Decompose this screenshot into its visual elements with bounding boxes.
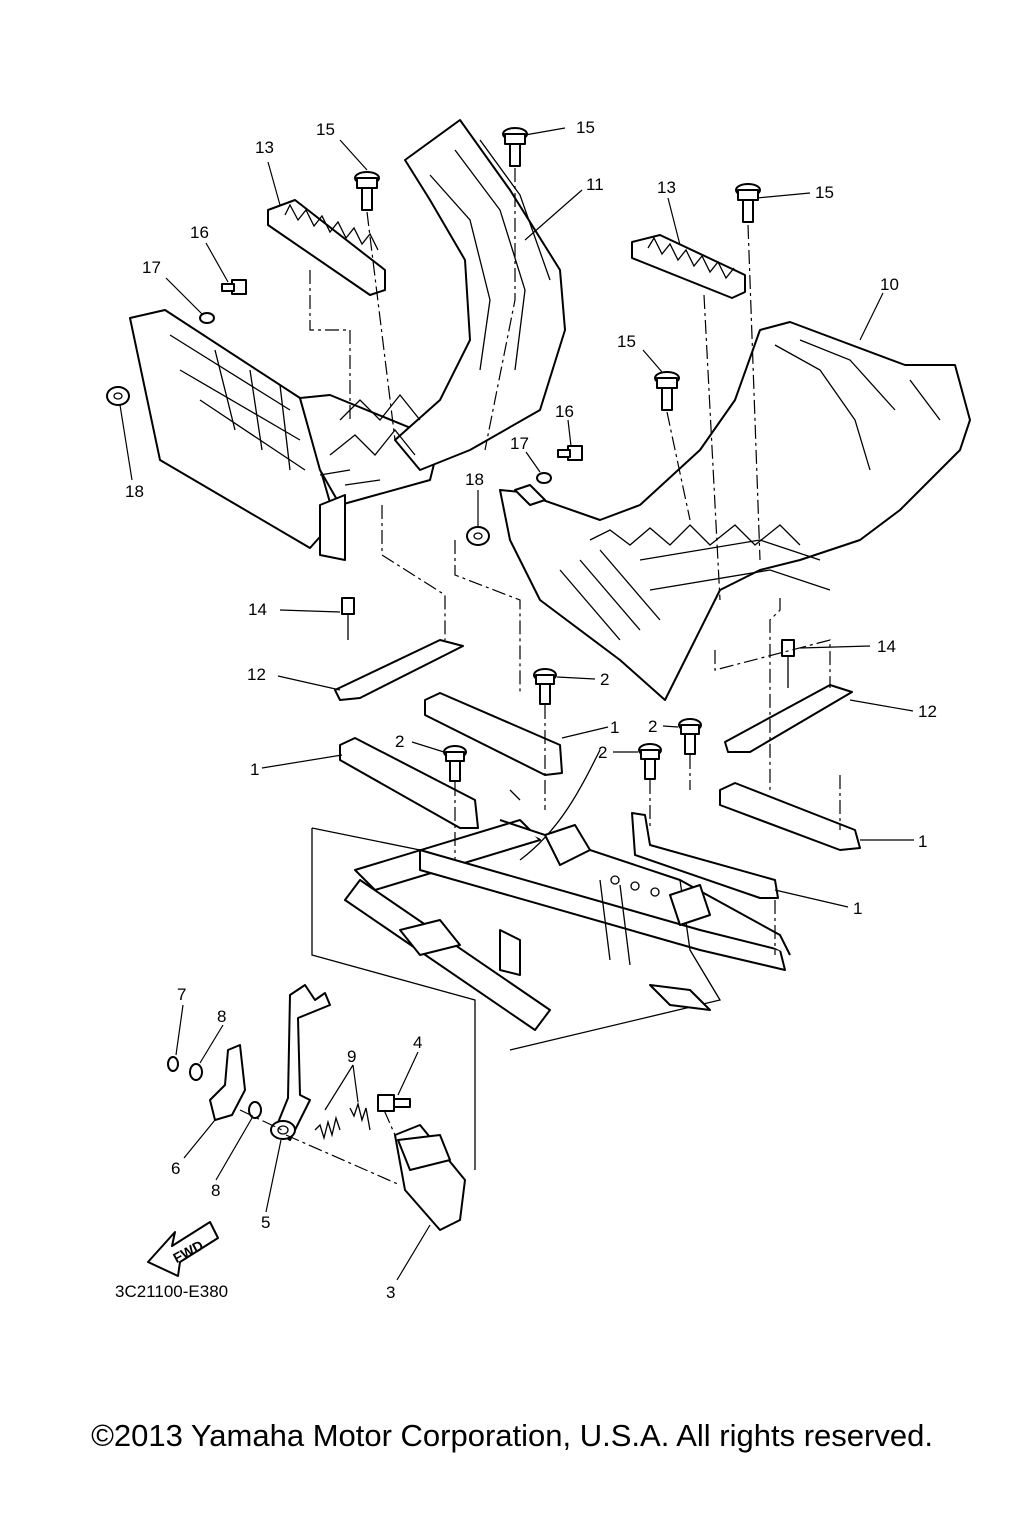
callout-13: 13 xyxy=(657,178,676,197)
screw-16b xyxy=(557,445,583,461)
clip-7 xyxy=(167,1056,179,1072)
fwd-arrow-icon: FWD xyxy=(147,1221,219,1277)
washer-8a xyxy=(189,1063,203,1081)
callout-17: 17 xyxy=(142,258,161,277)
callout-14: 14 xyxy=(877,637,896,656)
bolt-2b xyxy=(533,668,557,705)
nut-18a xyxy=(106,386,130,406)
callout-16: 16 xyxy=(190,223,209,242)
washer-17b xyxy=(536,472,552,484)
callout-12: 12 xyxy=(918,702,937,721)
right-footrest-fender xyxy=(499,321,971,701)
bolt-2a xyxy=(443,745,467,782)
callout-15: 15 xyxy=(617,332,636,351)
bolt-4 xyxy=(377,1094,411,1112)
callout-2: 2 xyxy=(598,743,607,762)
bracket-12a xyxy=(334,639,464,701)
spring-9a xyxy=(314,1115,341,1141)
left-footpeg xyxy=(267,199,386,296)
callout-8: 8 xyxy=(217,1007,226,1026)
assembly-lines xyxy=(239,168,841,1186)
callout-2: 2 xyxy=(600,670,609,689)
callout-12: 12 xyxy=(247,665,266,684)
leader-lines xyxy=(119,127,914,1281)
bolt-2c xyxy=(638,743,662,780)
callout-1: 1 xyxy=(250,760,259,779)
callout-16: 16 xyxy=(555,402,574,421)
nut-18b xyxy=(466,526,490,546)
callout-18: 18 xyxy=(125,482,144,501)
right-footpeg xyxy=(631,234,746,299)
callout-3: 3 xyxy=(386,1283,395,1302)
rivet-14a xyxy=(341,597,355,640)
callout-9: 9 xyxy=(347,1047,356,1066)
callout-15: 15 xyxy=(815,183,834,202)
callout-2: 2 xyxy=(648,717,657,736)
callout-18: 18 xyxy=(465,470,484,489)
washer-8b xyxy=(248,1101,262,1119)
callout-7: 7 xyxy=(177,985,186,1004)
callout-13: 13 xyxy=(255,138,274,157)
bolt-2d xyxy=(678,718,702,755)
callout-17: 17 xyxy=(510,434,529,453)
bracket-arm xyxy=(397,1134,451,1171)
flange-bolt-15d xyxy=(654,371,680,411)
flange-bolt-15b xyxy=(502,127,528,167)
callout-15: 15 xyxy=(316,120,335,139)
callout-11: 11 xyxy=(586,175,604,194)
diagram-code: 3C21100-E380 xyxy=(115,1282,228,1301)
lever-6 xyxy=(209,1044,246,1121)
screw-16a xyxy=(221,279,247,295)
callout-10: 10 xyxy=(880,275,899,294)
stay-1a xyxy=(339,737,479,829)
vehicle-frame xyxy=(311,749,791,1170)
flange-bolt-15a xyxy=(354,171,380,211)
flange-bolt-15c xyxy=(735,183,761,223)
callout-8: 8 xyxy=(211,1181,220,1200)
spring-9b xyxy=(349,1101,371,1131)
callout-14: 14 xyxy=(248,600,267,619)
callout-1: 1 xyxy=(853,899,862,918)
callout-15: 15 xyxy=(576,118,595,137)
stay-1c xyxy=(719,782,861,851)
callout-numbers: 15 15 15 15 13 13 11 10 16 16 17 17 18 1… xyxy=(115,118,937,1302)
rivet-14b xyxy=(781,639,795,688)
stay-1d xyxy=(631,812,779,899)
bracket-12b xyxy=(724,684,853,753)
callout-1: 1 xyxy=(610,718,619,737)
copyright-notice: ©2013 Yamaha Motor Corporation, U.S.A. A… xyxy=(91,1418,933,1453)
callout-6: 6 xyxy=(171,1159,180,1178)
callout-4: 4 xyxy=(413,1033,422,1052)
callout-5: 5 xyxy=(261,1213,270,1232)
brake-pedal xyxy=(274,984,331,1141)
callout-2: 2 xyxy=(395,732,404,751)
stay-1b xyxy=(424,692,563,776)
washer-17a xyxy=(199,312,215,324)
callout-1: 1 xyxy=(918,832,927,851)
left-footrest-fender xyxy=(129,119,566,561)
pedal-pivot-5 xyxy=(270,1120,296,1140)
